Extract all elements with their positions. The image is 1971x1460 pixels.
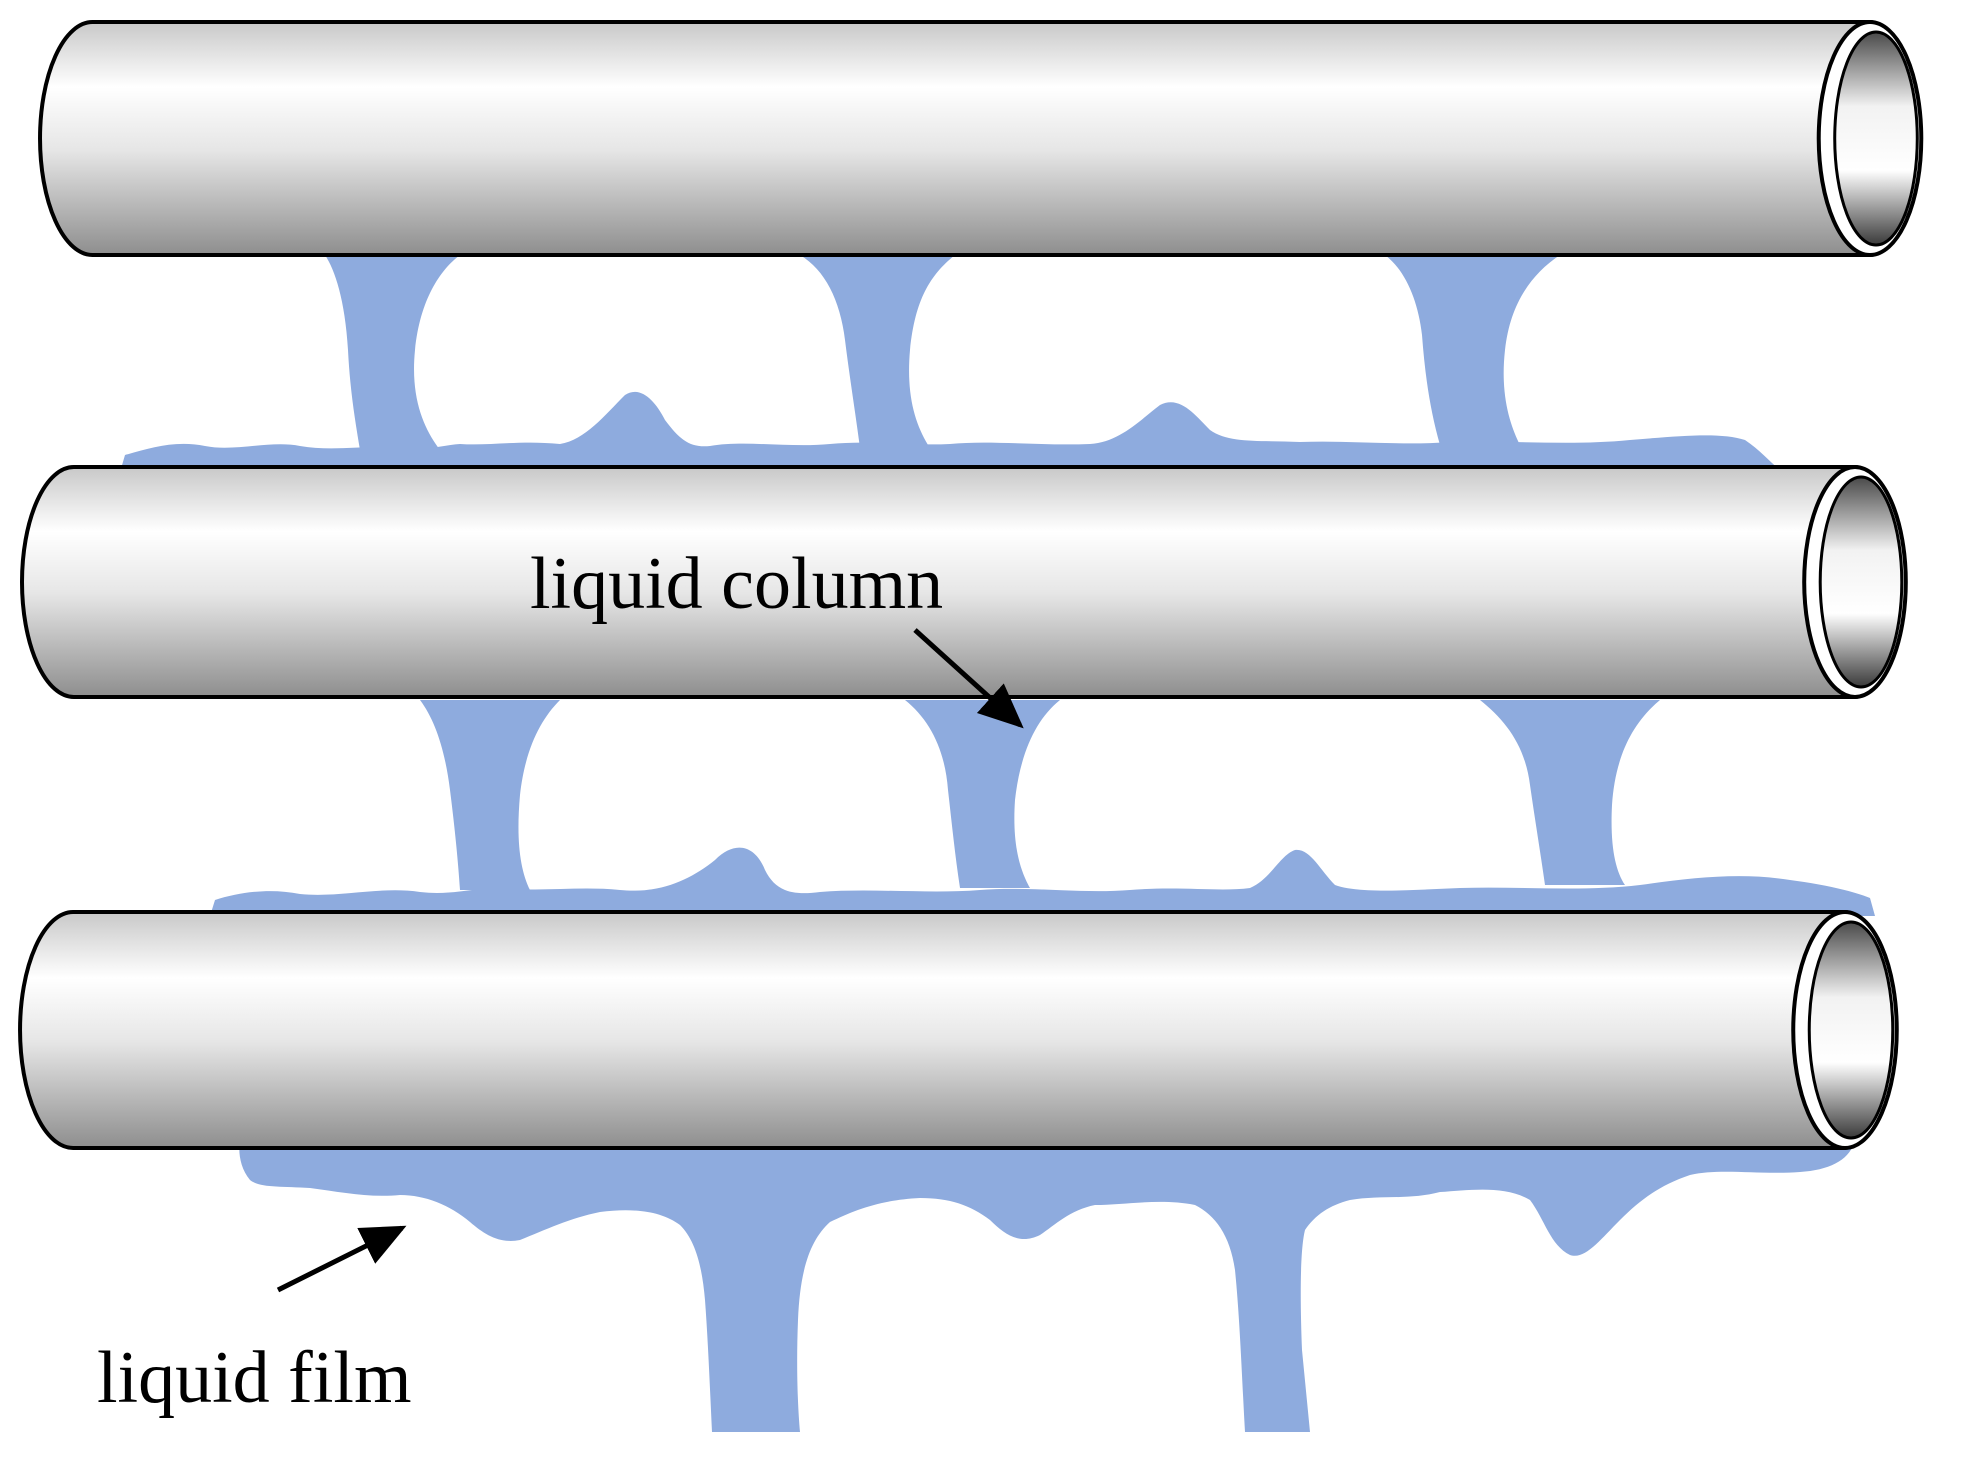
tube-body [20, 465, 1894, 699]
liquid-layer-upper [120, 255, 1780, 472]
liquid-film-top-of-tube-3 [210, 847, 1875, 916]
liquid-column [1385, 255, 1560, 445]
liquid-column-label: liquid column [530, 543, 943, 625]
liquid-film-arrow [276, 1225, 407, 1293]
liquid-column-arrow [913, 628, 1024, 729]
tube-1 [38, 20, 1924, 257]
tube-2 [20, 465, 1908, 699]
tube-bundle [18, 20, 1924, 1150]
tube-3 [18, 910, 1899, 1150]
tube-end-opening [1807, 920, 1895, 1140]
liquid-film-top-of-tube-2 [120, 391, 1780, 472]
liquid-layer-middle [210, 700, 1875, 916]
liquid-column [1480, 700, 1660, 885]
liquid-column [800, 255, 955, 448]
liquid-film-under-tube-3 [239, 1140, 1855, 1432]
liquid-column [325, 255, 460, 450]
liquid-film-label: liquid film [97, 1337, 412, 1419]
liquid-column [420, 700, 560, 890]
tube-body [18, 910, 1885, 1150]
tube-body [38, 20, 1910, 257]
tube-end-opening [1818, 475, 1904, 689]
liquid-column [905, 700, 1060, 888]
liquid-layer-bottom [239, 1140, 1855, 1432]
tube-end-opening [1833, 30, 1919, 247]
